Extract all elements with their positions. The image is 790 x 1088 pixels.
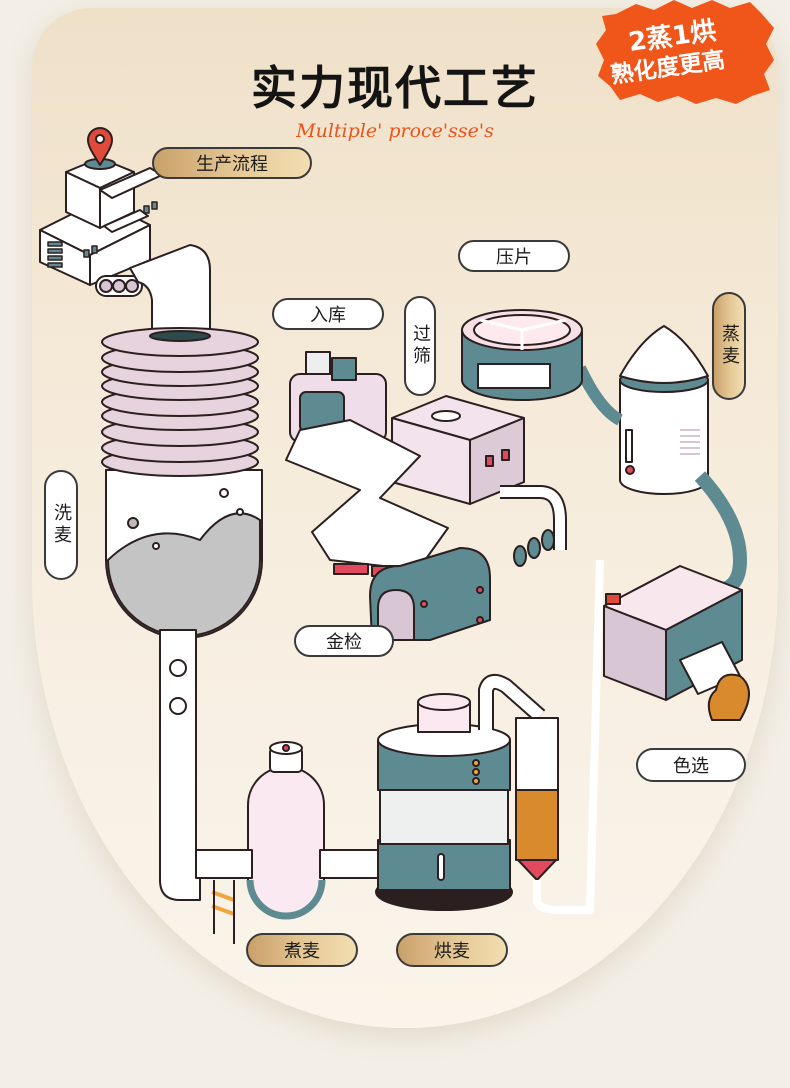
location-pin-icon xyxy=(84,127,116,170)
label-production-flow: 生产流程 xyxy=(152,147,312,179)
boiling-tank xyxy=(195,741,381,944)
washing-tank xyxy=(101,327,263,639)
label-warehousing: 入库 xyxy=(272,298,384,330)
label-sieving: 过筛 xyxy=(404,296,436,396)
flaking-press xyxy=(461,309,583,401)
page-title: 实力现代工艺 xyxy=(251,61,539,115)
label-baking: 烘麦 xyxy=(396,933,508,967)
label-steaming: 蒸麦 xyxy=(712,292,746,400)
oil-column xyxy=(478,559,604,914)
label-flaking: 压片 xyxy=(458,240,570,272)
label-boiling: 煮麦 xyxy=(246,933,358,967)
starburst-badge xyxy=(596,0,774,104)
sieving-machine xyxy=(391,395,525,505)
label-color-sorting: 色选 xyxy=(636,748,746,782)
label-washing: 洗麦 xyxy=(44,470,78,580)
baking-drum xyxy=(375,693,513,911)
conveyor-rollers xyxy=(95,275,143,297)
metal-detector xyxy=(369,529,555,641)
factory-building xyxy=(39,157,163,286)
warehouse xyxy=(289,351,387,443)
color-sorter xyxy=(603,565,750,721)
starburst-shape xyxy=(596,0,774,104)
page-subtitle: Multiple' proce'sse's xyxy=(296,120,494,142)
label-metal-detection: 金检 xyxy=(294,625,394,657)
steaming-tank xyxy=(619,325,709,495)
steam-hose xyxy=(694,471,747,597)
